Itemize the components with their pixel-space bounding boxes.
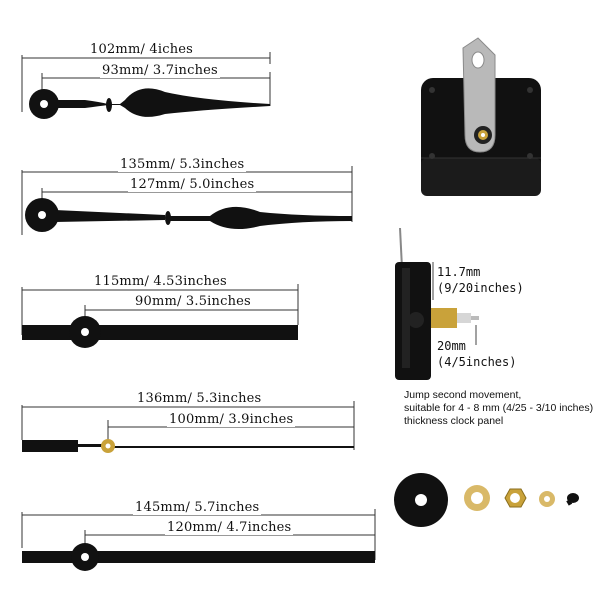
hand-3-short-label: 90mm/ 3.5inches — [133, 294, 253, 309]
thread-length-inches-label: (4/5inches) — [437, 355, 517, 369]
small-washer — [539, 491, 555, 507]
hand-4-long-label: 136mm/ 5.3inches — [135, 391, 264, 406]
hand-3-long-label: 115mm/ 4.53inches — [92, 274, 229, 289]
second-hand-4 — [22, 439, 354, 453]
hand-set-2 — [21, 166, 353, 235]
rubber-washer — [394, 473, 448, 527]
hand-2-long-label: 135mm/ 5.3inches — [118, 157, 247, 172]
cap-nut — [566, 493, 579, 506]
shaft-length-inches-label: (9/20inches) — [437, 281, 524, 295]
movement-note: Jump second movement, suitable for 4 - 8… — [404, 389, 600, 428]
note-line-2: suitable for 4 - 8 mm (4/25 - 3/10 inche… — [404, 402, 594, 414]
hand-1-short-label: 93mm/ 3.7inches — [100, 63, 220, 78]
shaft-length-label: 11.7mm — [437, 265, 481, 279]
note-line-1: Jump second movement, — [404, 389, 522, 401]
hand-4-short-label: 100mm/ 3.9inches — [167, 412, 296, 427]
hand-set-1 — [21, 52, 271, 119]
note-line-3: thickness clock panel — [404, 415, 504, 427]
hand-2-short-label: 127mm/ 5.0inches — [128, 177, 257, 192]
hand-set-4 — [21, 401, 355, 453]
hand-5-short-label: 120mm/ 4.7inches — [165, 520, 294, 535]
movement-front-view — [421, 37, 541, 196]
hour-hand-5 — [22, 543, 375, 571]
hand-5-long-label: 145mm/ 5.7inches — [133, 500, 262, 515]
hand-set-5 — [21, 509, 376, 571]
movement-side-view — [395, 227, 479, 380]
hand-1-long-label: 102mm/ 4iches — [88, 42, 196, 57]
thread-length-label: 20mm — [437, 339, 466, 353]
minute-hand-1 — [29, 88, 270, 119]
accessories — [394, 473, 579, 527]
hex-nut — [504, 488, 527, 508]
minute-hand-2 — [25, 198, 352, 232]
hand-set-3 — [21, 284, 299, 348]
brass-washer — [464, 485, 490, 511]
hour-hand-3 — [22, 316, 298, 348]
